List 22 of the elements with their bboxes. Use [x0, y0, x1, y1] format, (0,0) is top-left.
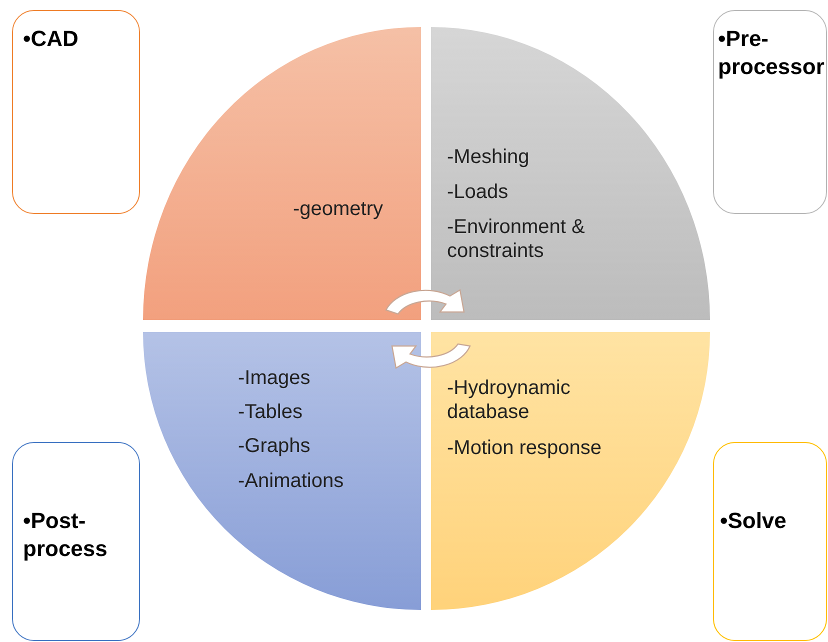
list-item: -Animations — [238, 469, 345, 493]
list-item: -Motion response — [447, 436, 603, 460]
list-item: -Tables — [238, 400, 304, 424]
stage-box — [713, 442, 827, 641]
stage-heading: •Solve — [720, 507, 788, 535]
quadrant-segment — [431, 332, 710, 610]
list-item: -Graphs — [238, 434, 312, 458]
stage-heading: •CAD — [23, 25, 80, 53]
stage-box — [713, 10, 827, 214]
stage-box — [12, 10, 140, 214]
list-item: -Meshing — [447, 145, 530, 169]
list-item: -Hydroynamic database — [447, 376, 572, 424]
list-item: -geometry — [292, 197, 384, 221]
list-item: -Loads — [447, 180, 510, 204]
quadrant-segment — [143, 332, 421, 610]
stage-box — [12, 442, 140, 641]
stage-heading: •Post-process — [23, 507, 108, 563]
quadrant-segment — [431, 27, 710, 320]
list-item: -Environment & constraints — [447, 215, 586, 263]
stage-heading: •Pre-processor — [718, 25, 826, 81]
list-item: -Images — [238, 366, 312, 390]
quadrant-segment — [143, 27, 421, 320]
